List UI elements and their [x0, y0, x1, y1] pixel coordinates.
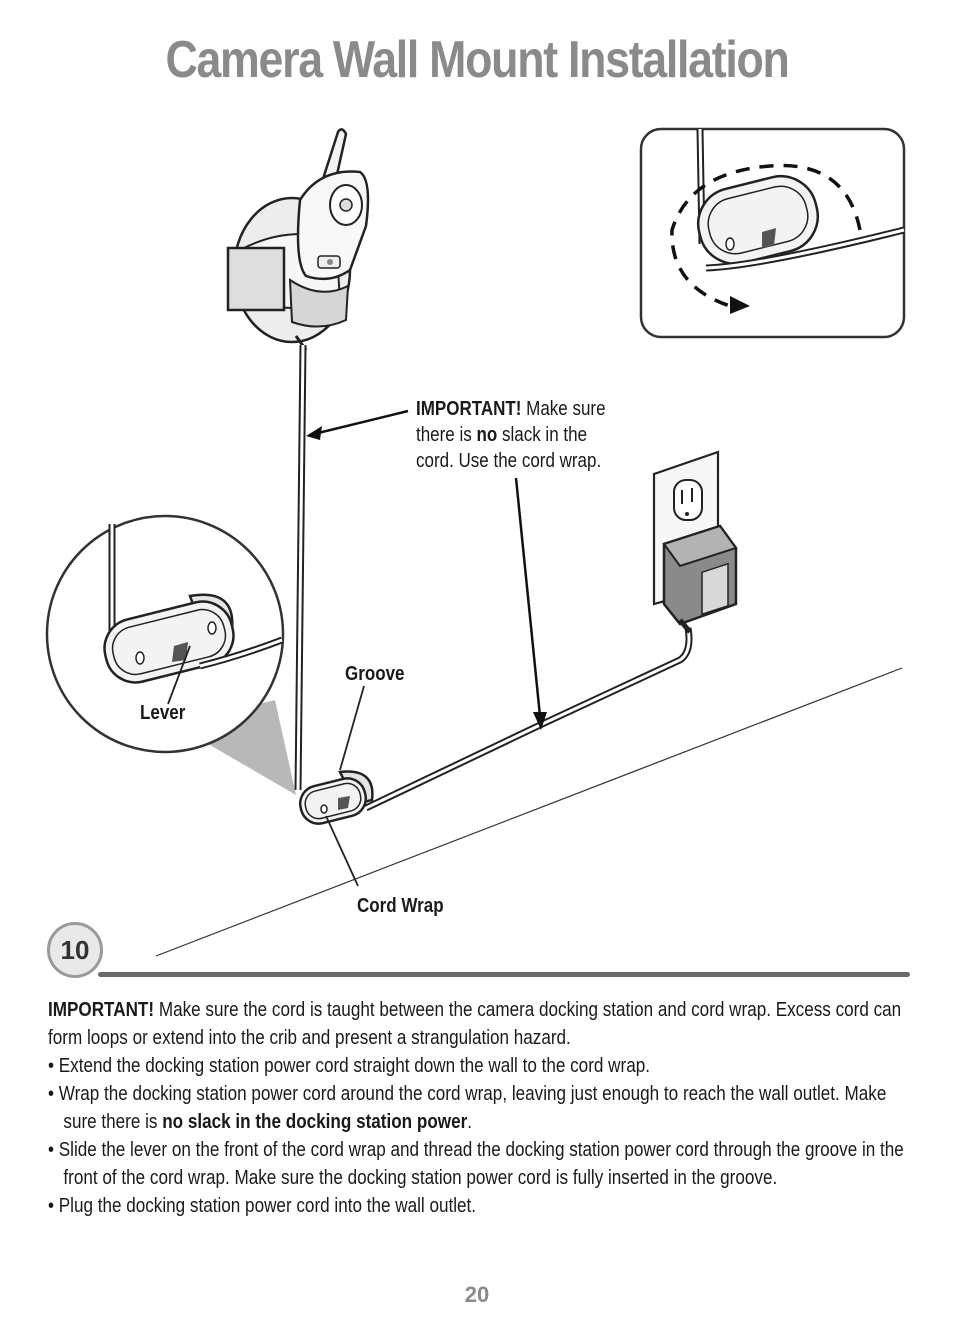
- important-callout-line2a: there is: [416, 424, 477, 446]
- cord-wrap-image: [298, 770, 374, 825]
- instructions: IMPORTANT! Make sure the cord is taught …: [48, 996, 912, 1220]
- important-callout-line3: cord. Use the cord wrap.: [416, 450, 602, 472]
- wall-floor-line: [155, 667, 903, 957]
- important-callout-line1: Make sure: [521, 398, 606, 420]
- important-callout-line2b: slack in the: [497, 424, 588, 446]
- groove-label: Groove: [345, 661, 405, 687]
- important-callout-head: IMPORTANT!: [416, 398, 522, 420]
- page-number: 20: [464, 1282, 490, 1307]
- camera-image: [226, 128, 370, 351]
- lever-label-text: Lever: [140, 702, 186, 724]
- inset-cord-wrap-detail: [639, 127, 906, 339]
- bullet-2-end: .: [467, 1111, 472, 1133]
- intro-bold: IMPORTANT!: [48, 999, 155, 1021]
- installation-illustration: [45, 127, 906, 957]
- cord-wrap-label-text: Cord Wrap: [357, 895, 444, 917]
- inset-lever-detail: [45, 514, 296, 795]
- lever-label: Lever: [140, 700, 185, 726]
- bullet-2: • Wrap the docking station power cord ar…: [48, 1080, 912, 1136]
- wall-outlet-image: [652, 450, 738, 634]
- bullet-4: • Plug the docking station power cord in…: [48, 1195, 477, 1217]
- step-number: 10: [60, 934, 90, 965]
- important-callout: IMPORTANT! Make sure there is no slack i…: [416, 396, 606, 474]
- callout-leaders: [167, 409, 547, 887]
- step-number-badge: 10: [47, 922, 103, 978]
- bullet-1: • Extend the docking station power cord …: [48, 1055, 650, 1077]
- important-callout-no: no: [476, 424, 498, 446]
- intro-text: Make sure the cord is taught between the…: [48, 999, 902, 1049]
- cord-wrap-label: Cord Wrap: [357, 893, 444, 919]
- bullet-2-text: • Wrap the docking station power cord ar…: [48, 1083, 887, 1133]
- bullet-2-bold: no slack in the docking station power: [162, 1111, 468, 1133]
- bullet-3: • Slide the lever on the front of the co…: [48, 1139, 904, 1189]
- page-title: Camera Wall Mount Installation: [165, 31, 789, 89]
- outlet-cord: [364, 627, 693, 812]
- groove-label-text: Groove: [345, 663, 405, 685]
- intro-paragraph: IMPORTANT! Make sure the cord is taught …: [48, 996, 912, 1052]
- step-divider: [98, 972, 910, 977]
